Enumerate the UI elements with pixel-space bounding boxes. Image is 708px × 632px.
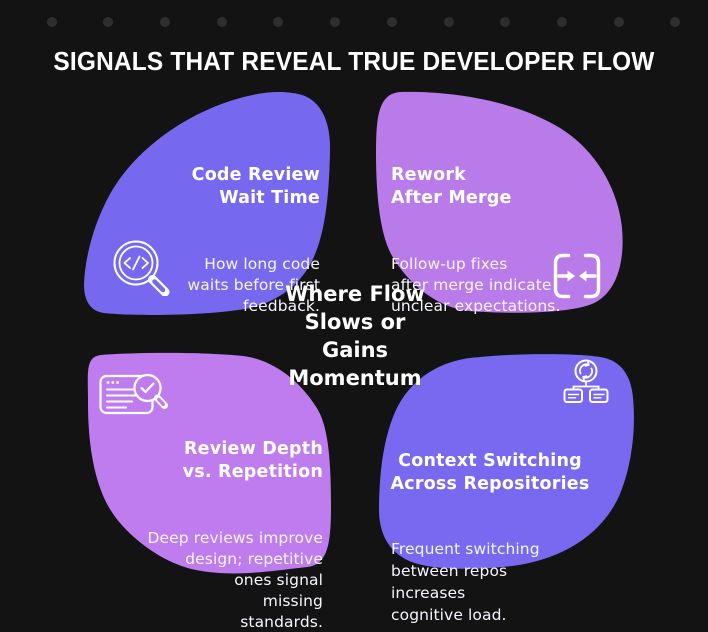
card-title: Review Depth vs. Repetition [182, 439, 323, 482]
dot [273, 17, 284, 27]
card-title: Code Review Wait Time [191, 165, 320, 208]
card-body: Follow-up fixes after merge indicate unc… [391, 255, 561, 315]
blob-review-depth-vs-repetition [87, 352, 332, 574]
center-label: Where Flow Slows or Gains Momentum [285, 282, 425, 390]
dot [386, 17, 397, 27]
dots-row [0, 17, 708, 27]
card-rework-after-merge: Rework After Merge Follow-up fixes after… [391, 126, 596, 355]
card-title: Rework After Merge [391, 165, 512, 208]
blob-context-switching [379, 354, 634, 569]
page-title: SIGNALS THAT REVEAL TRUE DEVELOPER FLOW [53, 46, 655, 76]
dot [216, 17, 227, 27]
card-review-depth-vs-repetition: Review Depth vs. Repetition Deep reviews… [118, 400, 323, 632]
card-body: Frequent switching between repos increas… [391, 540, 540, 624]
blob-rework-after-merge [376, 91, 623, 313]
repository-switch-icon [563, 359, 609, 403]
dot [500, 17, 511, 27]
dot [613, 17, 624, 27]
card-title: Context Switching Across Repositories [390, 451, 590, 494]
card-context-switching: Context Switching Across Repositories Fr… [383, 412, 597, 632]
dot [443, 17, 454, 27]
dot [670, 17, 681, 27]
code-search-magnifier-icon [113, 240, 170, 296]
card-body: How long code waits before first feedbac… [187, 255, 320, 315]
merge-arrows-icon [553, 253, 601, 299]
dot [160, 17, 171, 27]
review-check-magnifier-icon [99, 373, 168, 415]
card-code-review-wait-time: Code Review Wait Time How long code wait… [120, 126, 320, 355]
dot [46, 17, 57, 27]
blob-code-review-wait-time [84, 92, 331, 315]
dot [556, 17, 567, 27]
dot [103, 17, 114, 27]
card-body: Deep reviews improve design; repetitive … [147, 529, 323, 631]
dot [330, 17, 341, 27]
